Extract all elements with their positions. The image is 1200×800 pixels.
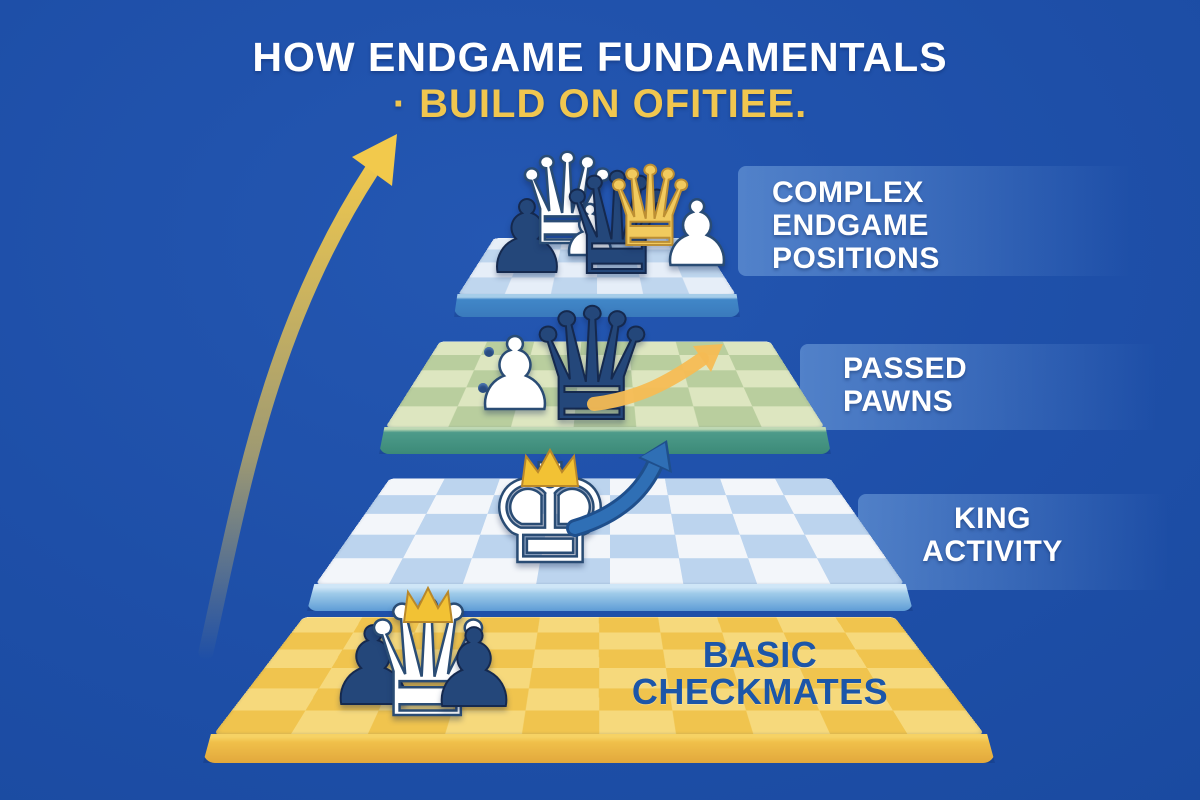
- label-line: PASSED: [843, 352, 968, 385]
- board-basic-checkmates-edge: [203, 734, 995, 763]
- label-line: COMPLEX: [772, 176, 924, 209]
- board-passed-pawns-edge: [379, 427, 831, 454]
- label-band-king: [858, 494, 1182, 590]
- dark-pawn-piece: ♟: [481, 179, 573, 296]
- dark-queen-piece: ♛: [522, 275, 663, 456]
- label-line: KING: [954, 502, 1031, 535]
- level-label-basic: BASIC CHECKMATES: [605, 636, 915, 710]
- pawn-dot-icon: [478, 383, 488, 393]
- board-complex-endgame-edge: [454, 294, 740, 317]
- level-label-passed: PASSED PAWNS: [843, 352, 967, 418]
- label-line: PAWNS: [843, 385, 954, 418]
- white-pawn-piece: ♟: [469, 316, 561, 433]
- gold-queen-piece: ♛: [600, 143, 701, 271]
- label-line: POSITIONS: [772, 242, 940, 275]
- dark-queen-piece: ♛: [553, 144, 681, 307]
- label-line: CHECKMATES: [631, 671, 889, 712]
- label-line: ENDGAME: [772, 209, 929, 242]
- label-line: BASIC: [702, 634, 818, 675]
- label-band-passed: [800, 344, 1172, 430]
- white-queen-piece: ♛: [510, 128, 625, 273]
- level-label-king: KING ACTIVITY: [890, 502, 1095, 568]
- dark-pawn-piece: ♟: [425, 607, 524, 732]
- pawn-dot-icon: [484, 347, 494, 357]
- white-pawn-piece: ♟: [557, 190, 622, 272]
- label-line: ACTIVITY: [922, 535, 1063, 568]
- white-pawn-piece: ♟: [655, 182, 738, 287]
- label-band-complex: [738, 166, 1150, 276]
- level-label-complex: COMPLEX ENDGAME POSITIONS: [772, 176, 940, 275]
- title-line-1: HOW ENDGAME FUNDAMENTALS: [252, 34, 948, 80]
- white-king-piece: ♚: [484, 428, 617, 597]
- title-line-2: · BUILD ON OFITIEE.: [392, 82, 808, 126]
